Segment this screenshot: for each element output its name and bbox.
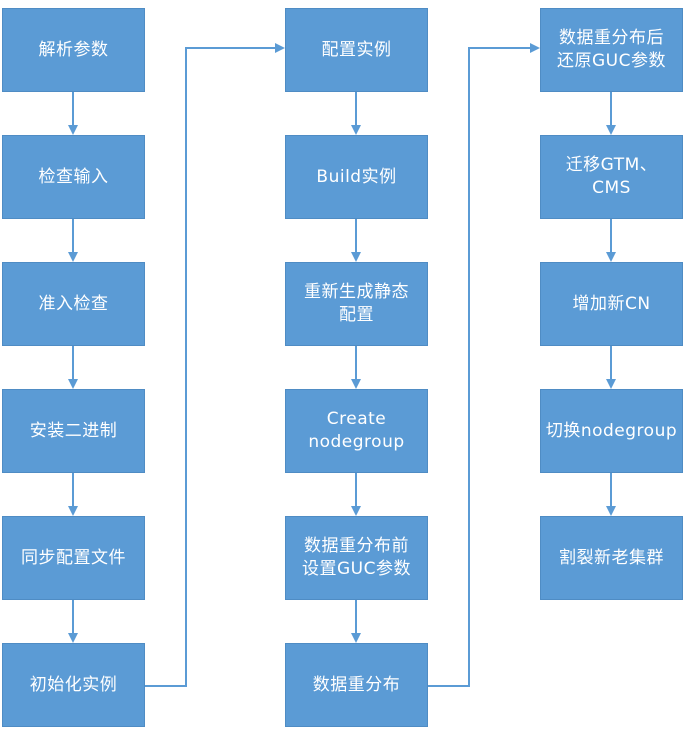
step-set-guc-before: 数据重分布前 设置GUC参数 (285, 516, 428, 600)
connector-col2-to-col3 (428, 43, 540, 687)
step-migrate-gtm-cms: 迁移GTM、 CMS (540, 135, 683, 219)
step-build-instance: Build实例 (285, 135, 428, 219)
step-add-new-cn: 增加新CN (540, 262, 683, 346)
step-parse-params: 解析参数 (2, 8, 145, 92)
step-regen-static-config: 重新生成静态 配置 (285, 262, 428, 346)
step-split-clusters: 割裂新老集群 (540, 516, 683, 600)
step-config-instance: 配置实例 (285, 8, 428, 92)
step-init-instance: 初始化实例 (2, 643, 145, 727)
step-restore-guc-after: 数据重分布后 还原GUC参数 (540, 8, 683, 92)
step-check-input: 检查输入 (2, 135, 145, 219)
step-switch-nodegroup: 切换nodegroup (540, 389, 683, 473)
step-redistribute: 数据重分布 (285, 643, 428, 727)
connector-col1-to-col2 (145, 43, 285, 687)
step-create-nodegroup: Create nodegroup (285, 389, 428, 473)
step-admission-check: 准入检查 (2, 262, 145, 346)
step-sync-config: 同步配置文件 (2, 516, 145, 600)
step-install-binary: 安装二进制 (2, 389, 145, 473)
